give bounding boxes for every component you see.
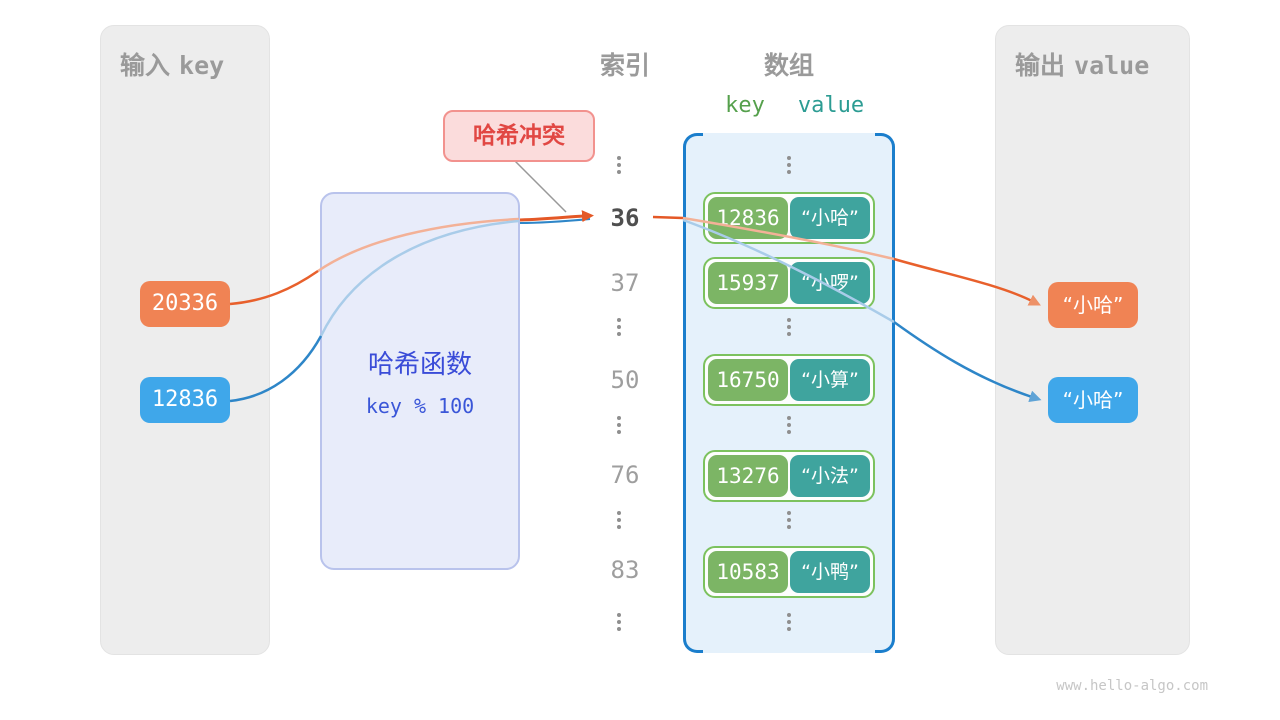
ellipsis-icon <box>787 511 791 529</box>
index-37: 37 <box>610 269 640 297</box>
pair-key: 13276 <box>708 455 788 497</box>
orange-arrow-to-index-36 <box>519 210 594 223</box>
ellipsis-icon <box>617 156 621 174</box>
pair-value: “小哈” <box>790 197 870 239</box>
collision-pointer-line <box>514 160 567 213</box>
array-row: 13276 “小法” <box>703 450 875 502</box>
ellipsis-icon <box>617 613 621 631</box>
output-panel <box>995 25 1190 655</box>
index-column-header: 索引 <box>599 51 650 80</box>
array-row: 16750 “小算” <box>703 354 875 406</box>
hash-function-title: 哈希函数 <box>367 350 472 380</box>
output-value-orange: “小哈” <box>1048 282 1138 328</box>
hash-function-box <box>320 192 520 570</box>
index-83: 83 <box>610 556 640 584</box>
input-panel-title-cjk: 输入 <box>120 51 171 80</box>
blue-wire-to-index <box>519 218 591 224</box>
ellipsis-icon <box>787 156 791 174</box>
input-panel-title-latin: key <box>179 51 225 80</box>
array-right-bracket <box>875 133 895 653</box>
ellipsis-icon <box>787 318 791 336</box>
pair-value: “小鸭” <box>790 551 870 593</box>
ellipsis-icon <box>787 416 791 434</box>
input-key-20336: 20336 <box>140 281 230 327</box>
output-panel-title-latin: value <box>1074 51 1150 80</box>
array-row: 12836 “小哈” <box>703 192 875 244</box>
array-column-header: 数组 <box>763 51 814 80</box>
watermark: www.hello-algo.com <box>1056 678 1208 694</box>
array-value-header: value <box>797 93 865 118</box>
ellipsis-icon <box>787 613 791 631</box>
array-left-bracket <box>683 133 703 653</box>
input-key-12836: 12836 <box>140 377 230 423</box>
index-50: 50 <box>610 366 640 394</box>
array-key-header: key <box>725 93 765 118</box>
pair-value: “小啰” <box>790 262 870 304</box>
ellipsis-icon <box>617 318 621 336</box>
array-row: 10583 “小鸭” <box>703 546 875 598</box>
index-36: 36 <box>610 204 640 232</box>
hash-function-formula: key % 100 <box>365 394 475 418</box>
index-76: 76 <box>610 461 640 489</box>
input-panel-title: 输入 key <box>120 46 224 82</box>
output-panel-title: 输出 value <box>1015 46 1149 82</box>
ellipsis-icon <box>617 511 621 529</box>
array-row: 15937 “小啰” <box>703 257 875 309</box>
pair-key: 15937 <box>708 262 788 304</box>
ellipsis-icon <box>617 416 621 434</box>
output-panel-title-cjk: 输出 <box>1015 51 1066 80</box>
hash-collision-label: 哈希冲突 <box>443 110 595 162</box>
pair-key: 10583 <box>708 551 788 593</box>
pair-key: 12836 <box>708 197 788 239</box>
input-panel <box>100 25 270 655</box>
pair-value: “小算” <box>790 359 870 401</box>
pair-value: “小法” <box>790 455 870 497</box>
pair-key: 16750 <box>708 359 788 401</box>
output-value-blue: “小哈” <box>1048 377 1138 423</box>
